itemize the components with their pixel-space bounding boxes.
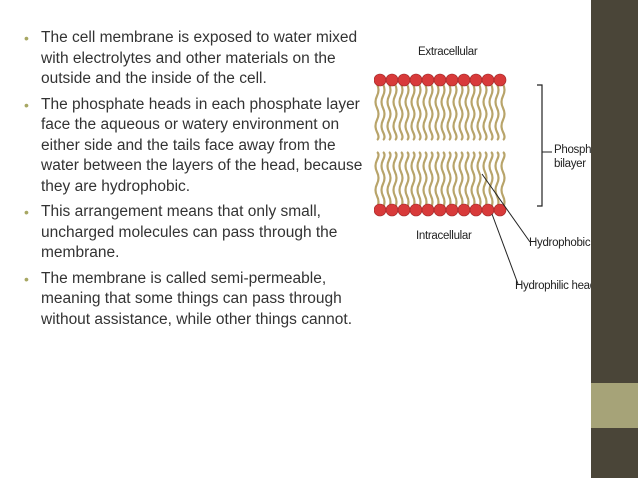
lower-head (457, 203, 471, 217)
lower-tail (434, 151, 440, 209)
upper-head (457, 73, 471, 87)
upper-tail (470, 83, 476, 141)
bullet-icon: • (24, 30, 29, 46)
membrane-figure: Extracellular Intracellular Phospholipid… (374, 44, 607, 294)
bullet-item: • The cell membrane is exposed to water m… (24, 28, 376, 90)
label-hydrophobic-tail: Hydrophobic tail (529, 237, 607, 249)
lower-tail (464, 151, 470, 209)
phospholipid-bilayer-diagram (374, 73, 552, 285)
lower-tail (392, 151, 398, 209)
upper-head (385, 73, 399, 87)
upper-tail (440, 83, 446, 141)
bullet-text: This arrangement means that only small, … (41, 203, 338, 261)
lower-head (385, 203, 399, 217)
bullet-item: • This arrangement means that only small,… (24, 202, 376, 264)
bullet-item: • The membrane is called semi-permeable, … (24, 269, 376, 331)
upper-tail (398, 83, 404, 141)
label-hydrophilic-head: Hydrophilic head (515, 280, 596, 292)
upper-tail (422, 83, 428, 141)
upper-tail (374, 83, 380, 141)
lower-tail (440, 151, 446, 209)
lower-head (469, 203, 483, 217)
bullet-icon: • (24, 204, 29, 220)
lower-tail (410, 151, 416, 209)
upper-tail (386, 83, 392, 141)
lower-tail (476, 151, 482, 209)
bullet-icon: • (24, 270, 29, 287)
upper-head (374, 73, 387, 87)
label-intracellular: Intracellular (416, 230, 472, 242)
lower-tail (380, 151, 386, 209)
upper-head (397, 73, 411, 87)
bilayer-bracket (537, 84, 543, 207)
upper-tail (458, 83, 464, 141)
lower-head (433, 203, 447, 217)
lower-tail (404, 151, 410, 209)
upper-tail (380, 83, 386, 141)
lower-tail (458, 151, 464, 209)
upper-tail (476, 83, 482, 141)
lower-tail (386, 151, 392, 209)
lower-tail (422, 151, 428, 209)
upper-tail (392, 83, 398, 141)
lower-tail (470, 151, 476, 209)
upper-tail (410, 83, 416, 141)
lower-head (409, 203, 423, 217)
lower-tail (398, 151, 404, 209)
accent-bar-light (591, 383, 638, 428)
lower-head (421, 203, 435, 217)
upper-head (421, 73, 435, 87)
lower-tail (488, 151, 494, 209)
upper-tail (446, 83, 452, 141)
bullet-item: • The phosphate heads in each phosphate l… (24, 95, 376, 198)
upper-tail (434, 83, 440, 141)
head-pointer-line (491, 213, 519, 285)
lower-tail (500, 151, 506, 209)
lower-tail (482, 151, 488, 209)
upper-tail (488, 83, 494, 141)
tail-pointer-line (481, 173, 531, 243)
lower-head (374, 203, 387, 217)
upper-tail (404, 83, 410, 141)
label-bilayer-line2: bilayer (554, 158, 586, 170)
upper-head (409, 73, 423, 87)
label-extracellular: Extracellular (418, 46, 478, 58)
lower-tail (494, 151, 500, 209)
upper-tail (464, 83, 470, 141)
upper-tail (428, 83, 434, 141)
upper-tail (494, 83, 500, 141)
upper-head (433, 73, 447, 87)
lower-tail (452, 151, 458, 209)
upper-tail (452, 83, 458, 141)
bullet-icon: • (24, 96, 29, 113)
bullet-text: The membrane is called semi-permeable, m… (41, 269, 353, 328)
upper-tail (500, 83, 506, 141)
upper-head (469, 73, 483, 87)
lower-tail (446, 151, 452, 209)
bullet-text: The phosphate heads in each phosphate la… (41, 95, 363, 195)
upper-head (481, 73, 495, 87)
upper-head (445, 73, 459, 87)
lower-head (397, 203, 411, 217)
bullet-text: The cell membrane is exposed to water mi… (41, 29, 358, 87)
lower-head (445, 203, 459, 217)
lower-tail (416, 151, 422, 209)
upper-tail (416, 83, 422, 141)
lower-head (493, 203, 507, 217)
lower-tail (374, 151, 380, 209)
bullet-list: • The cell membrane is exposed to water m… (24, 28, 376, 335)
upper-head (493, 73, 507, 87)
upper-tail (482, 83, 488, 141)
lower-tail (428, 151, 434, 209)
